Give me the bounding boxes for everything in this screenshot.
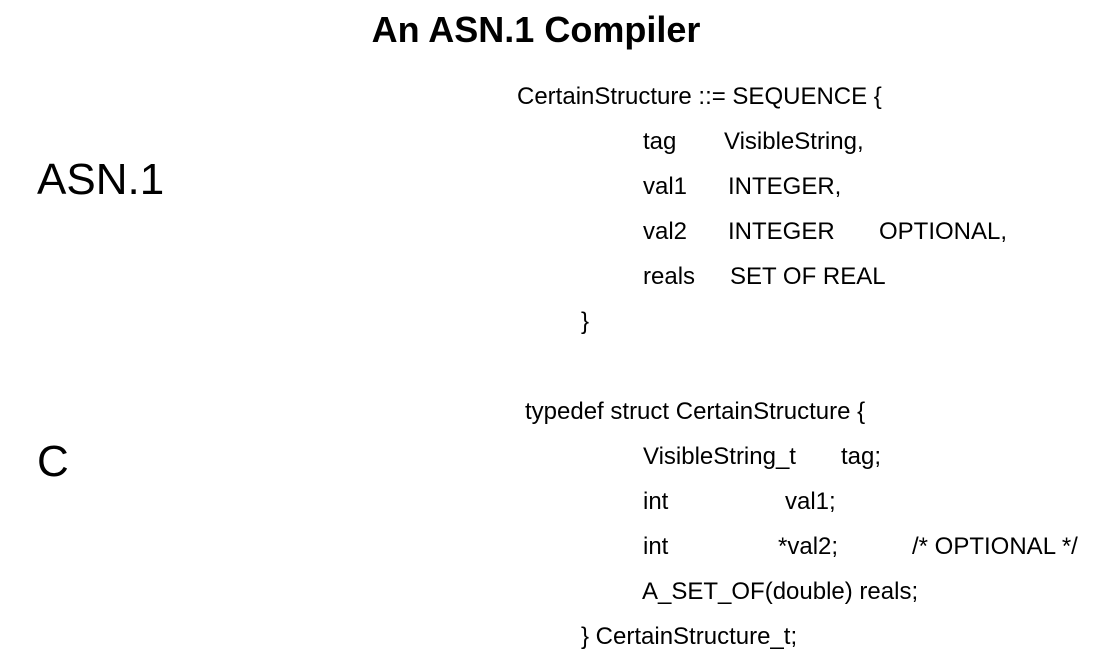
- asn1-field-type: SET OF REAL: [730, 263, 886, 290]
- c-struct-header: typedef struct CertainStructure {: [525, 398, 866, 425]
- asn1-field-type: VisibleString,: [724, 128, 864, 155]
- asn1-field-name: val1: [643, 173, 688, 200]
- c-field-comment: /* OPTIONAL */: [912, 533, 1078, 560]
- asn1-field-name: val2: [643, 218, 688, 245]
- asn1-sequence-header: CertainStructure ::= SEQUENCE {: [517, 83, 882, 110]
- asn1-section-label: ASN.1: [37, 155, 165, 204]
- asn1-closing-brace: }: [581, 308, 590, 335]
- asn1-field-name: tag: [643, 128, 677, 155]
- c-struct-closing: } CertainStructure_t;: [581, 623, 798, 650]
- c-field-name: tag;: [841, 443, 882, 470]
- asn1-field-row: val2 INTEGER OPTIONAL,: [0, 220, 1119, 244]
- c-field-type: VisibleString_t: [643, 443, 796, 470]
- slide-title: An ASN.1 Compiler: [371, 9, 701, 50]
- c-field-row: VisibleString_t tag;: [0, 445, 1119, 469]
- c-field-type: int: [643, 488, 669, 515]
- asn1-field-row: tag VisibleString,: [0, 130, 1119, 154]
- asn1-field-name: reals: [643, 263, 696, 290]
- c-field-type: int: [643, 533, 669, 560]
- c-field-row: int *val2; /* OPTIONAL */: [0, 535, 1119, 559]
- c-field-row: int val1;: [0, 490, 1119, 514]
- c-field-name: *val2;: [778, 533, 839, 560]
- c-section-label: C: [37, 437, 69, 486]
- asn1-field-type: INTEGER,: [728, 173, 842, 200]
- asn1-field-row: reals SET OF REAL: [0, 265, 1119, 289]
- c-set-of-field: A_SET_OF(double) reals;: [642, 578, 919, 605]
- c-field-name: val1;: [785, 488, 836, 515]
- asn1-field-modifier: OPTIONAL,: [879, 218, 1008, 245]
- asn1-field-row: val1 INTEGER,: [0, 175, 1119, 199]
- asn1-field-type: INTEGER: [728, 218, 835, 245]
